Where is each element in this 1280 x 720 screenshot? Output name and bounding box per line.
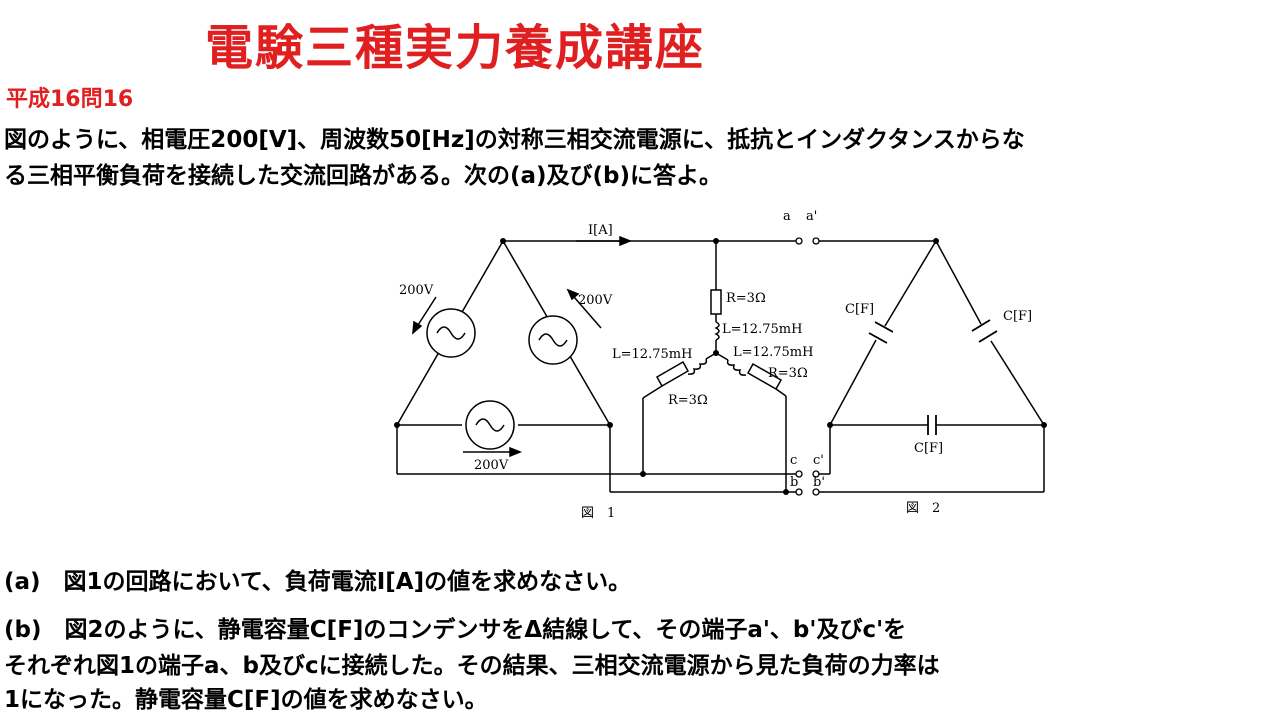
inductor-left-icon bbox=[687, 358, 708, 375]
terminal-a-label: a bbox=[783, 209, 791, 224]
terminal-dots bbox=[795, 237, 820, 496]
figure-2-caption: 図 2 bbox=[906, 501, 940, 516]
question-b-line-1: (b) 図2のように、静電容量C[F]のコンデンサをΔ結線して、その端子a'、b… bbox=[4, 617, 907, 643]
question-id: 平成16問16 bbox=[6, 87, 134, 112]
ac-source-bottom-icon bbox=[465, 400, 515, 450]
inductor-right-label: L=12.75mH bbox=[733, 345, 813, 360]
resistor-top-label: R=3Ω bbox=[726, 291, 766, 306]
page-title: 電験三種実力養成講座 bbox=[205, 20, 706, 76]
voltage-arrow-left-icon bbox=[412, 320, 423, 335]
inductor-top-icon bbox=[714, 321, 720, 341]
junction-dots bbox=[394, 238, 1047, 495]
ac-source-right-icon bbox=[528, 315, 578, 365]
figure-1-caption: 図 1 bbox=[581, 506, 615, 521]
voltage-arrow-bottom-icon bbox=[509, 446, 523, 458]
resistor-right-label: R=3Ω bbox=[768, 366, 808, 381]
resistor-top-icon bbox=[710, 289, 722, 315]
inductor-top-label: L=12.75mH bbox=[722, 322, 802, 337]
terminal-b-prime-label: b' bbox=[813, 475, 825, 490]
question-b-line-2: それぞれ図1の端子a、b及びcに接続した。その結果、三相交流電源から見た負荷の力… bbox=[4, 653, 940, 679]
source-label-left: 200V bbox=[399, 283, 434, 298]
capacitor-left-icon bbox=[868, 321, 894, 344]
problem-line-2: る三相平衡負荷を接続した交流回路がある。次の(a)及び(b)に答よ。 bbox=[4, 163, 723, 189]
current-label: I[A] bbox=[588, 223, 613, 238]
capacitor-left-label: C[F] bbox=[845, 302, 874, 317]
terminal-c-prime-label: c' bbox=[813, 453, 824, 468]
capacitor-right-icon bbox=[971, 319, 998, 343]
terminal-c-label: c bbox=[790, 453, 797, 468]
resistor-left-label: R=3Ω bbox=[668, 393, 708, 408]
resistor-right-icon bbox=[746, 362, 783, 391]
capacitor-right-label: C[F] bbox=[1003, 309, 1032, 324]
source-label-bottom: 200V bbox=[474, 458, 509, 473]
question-a: (a) 図1の回路において、負荷電流I[A]の値を求めなさい。 bbox=[4, 569, 632, 595]
source-label-right: 200V bbox=[578, 293, 613, 308]
terminal-a-prime-label: a' bbox=[806, 209, 817, 224]
inductor-left-label: L=12.75mH bbox=[612, 347, 692, 362]
question-b-line-3: 1になった。静電容量C[F]の値を求めなさい。 bbox=[4, 687, 488, 713]
resistor-left-icon bbox=[655, 360, 690, 388]
capacitor-bottom-icon bbox=[927, 415, 937, 435]
problem-line-1: 図のように、相電圧200[V]、周波数50[Hz]の対称三相交流電源に、抵抗とイ… bbox=[4, 127, 1025, 153]
terminal-b-label: b bbox=[790, 475, 798, 490]
inductor-right-icon bbox=[726, 359, 747, 376]
current-arrow-icon bbox=[619, 235, 633, 247]
voltage-arrow-right-icon bbox=[566, 288, 580, 301]
capacitor-bottom-label: C[F] bbox=[914, 441, 943, 456]
ac-source-left-icon bbox=[426, 308, 476, 358]
